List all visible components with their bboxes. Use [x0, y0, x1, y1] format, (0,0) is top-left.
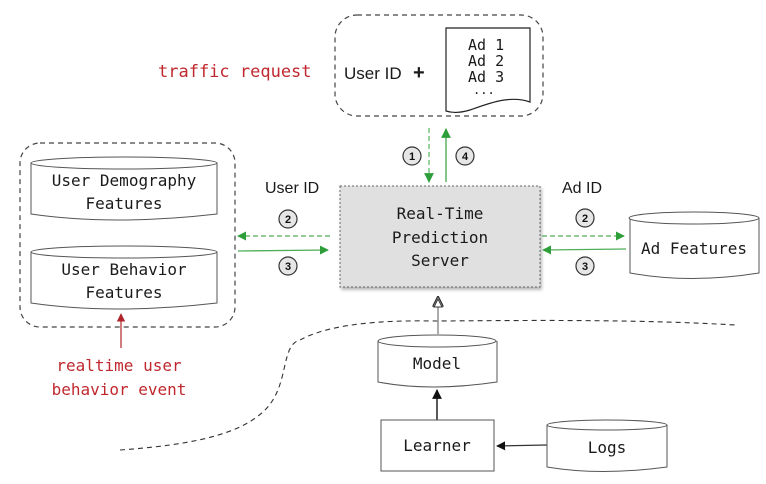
step-badge-3-left: 3: [278, 256, 298, 276]
step-badge-4: 4: [455, 146, 475, 166]
svg-text:Logs: Logs: [588, 438, 627, 457]
learner-box: Learner: [380, 419, 495, 472]
prediction-server: Real-Time Prediction Server: [339, 185, 541, 288]
user-id-label: User ID: [344, 64, 402, 83]
step-badge-2-left: 2: [278, 209, 298, 229]
ad-list-item: Ad 2: [468, 52, 504, 70]
svg-text:Model: Model: [413, 354, 461, 373]
arrow-ad-features-to-server: [542, 245, 627, 255]
logs-db: Logs: [546, 419, 668, 472]
online-offline-boundary: [119, 319, 736, 451]
step-badge-3-right: 3: [575, 256, 595, 276]
svg-text:2: 2: [285, 214, 291, 226]
svg-text:Real-Time: Real-Time: [397, 204, 484, 223]
arrow-logs-to-learner: [496, 441, 548, 451]
ad-features-db: Ad Features: [628, 211, 760, 279]
right-link-label: Ad ID: [562, 180, 602, 197]
svg-text:Features: Features: [85, 283, 162, 302]
svg-text:3: 3: [582, 261, 588, 273]
ad-list-item: Ad 1: [468, 36, 504, 54]
ad-list-item: ...: [473, 83, 495, 97]
svg-text:1: 1: [409, 151, 415, 163]
plus-sign: +: [413, 62, 425, 84]
svg-text:User Demography: User Demography: [52, 171, 197, 190]
traffic-request-label: traffic request: [158, 62, 312, 82]
svg-text:Features: Features: [85, 194, 162, 213]
arrow-user-features-to-server: [237, 245, 329, 255]
svg-text:4: 4: [462, 151, 469, 163]
svg-text:Prediction: Prediction: [392, 228, 488, 247]
svg-text:Learner: Learner: [403, 436, 471, 455]
svg-text:User Behavior: User Behavior: [61, 260, 187, 279]
ad-list-item: Ad 3: [468, 68, 504, 86]
svg-text:2: 2: [582, 213, 588, 225]
step-badge-2-right: 2: [575, 208, 595, 228]
realtime-event-label: behavior event: [52, 380, 187, 399]
svg-text:3: 3: [285, 261, 291, 273]
svg-text:Server: Server: [411, 251, 469, 270]
model-db: Model: [377, 334, 498, 388]
left-link-label: User ID: [265, 180, 319, 197]
svg-text:Ad Features: Ad Features: [641, 239, 747, 258]
step-badge-1: 1: [402, 146, 422, 166]
traffic-request-box: User ID + Ad 1 Ad 2 Ad 3 ...: [334, 14, 544, 117]
ad-list-document: Ad 1 Ad 2 Ad 3 ...: [445, 27, 531, 113]
realtime-event-label: realtime user: [56, 356, 182, 375]
user-features-group: User Demography Features User Behavior F…: [19, 142, 236, 328]
user-demography-features-db: User Demography Features: [30, 156, 218, 221]
user-behavior-features-db: User Behavior Features: [30, 245, 218, 310]
